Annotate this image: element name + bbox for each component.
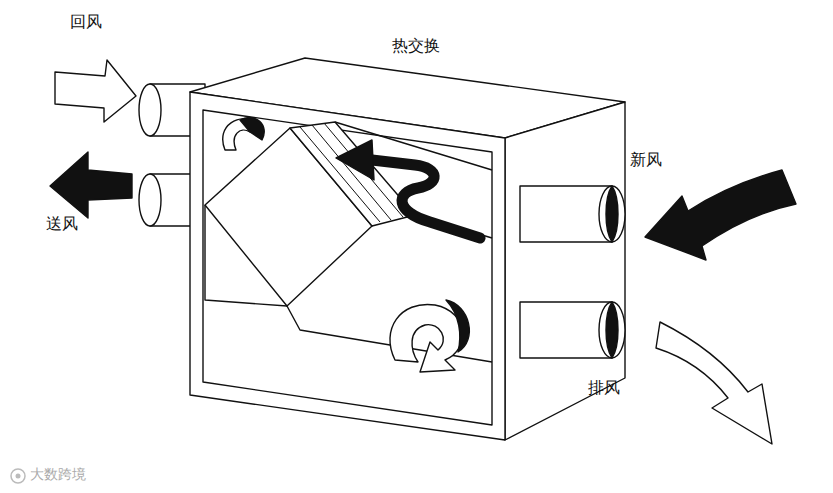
airflow-label: 回风 — [70, 12, 102, 31]
airflow-label: 送风 — [46, 214, 78, 233]
exhaust-pipe-cap — [606, 302, 618, 358]
box-front-face — [190, 92, 505, 440]
fresh-pipe — [520, 186, 612, 242]
fresh-air-flow-head — [336, 140, 374, 180]
fresh-air-arrow — [645, 170, 796, 260]
airflow-label: 新风 — [630, 150, 662, 169]
supply-pipe-end — [139, 174, 161, 226]
return-swirl-cap — [240, 118, 264, 140]
box-heading: 热交换 — [390, 36, 442, 55]
watermark: 大数跨境 — [30, 466, 86, 483]
watermark-logo-dot — [16, 474, 21, 479]
watermark-logo — [11, 469, 25, 483]
return-pipe-end — [139, 84, 161, 136]
airflow-label: 排风 — [588, 378, 620, 397]
heat-exchanger-box: 热交换 — [190, 36, 625, 440]
box-inner-frame — [203, 110, 492, 425]
exhaust-pipe-end — [599, 302, 625, 358]
supply-air-arrow — [50, 152, 132, 218]
exchanger-core-side — [290, 122, 415, 226]
return-air-arrow — [55, 60, 136, 122]
fresh-air-flow — [372, 160, 480, 238]
fresh-pipe-cap — [606, 186, 618, 242]
exhaust-swirl — [390, 304, 463, 372]
exhaust-pipe — [520, 302, 612, 358]
fresh-pipe-end — [599, 186, 625, 242]
swirl-cap — [446, 300, 469, 352]
box-right-face — [505, 102, 625, 440]
exhaust-air-arrow — [656, 322, 772, 444]
